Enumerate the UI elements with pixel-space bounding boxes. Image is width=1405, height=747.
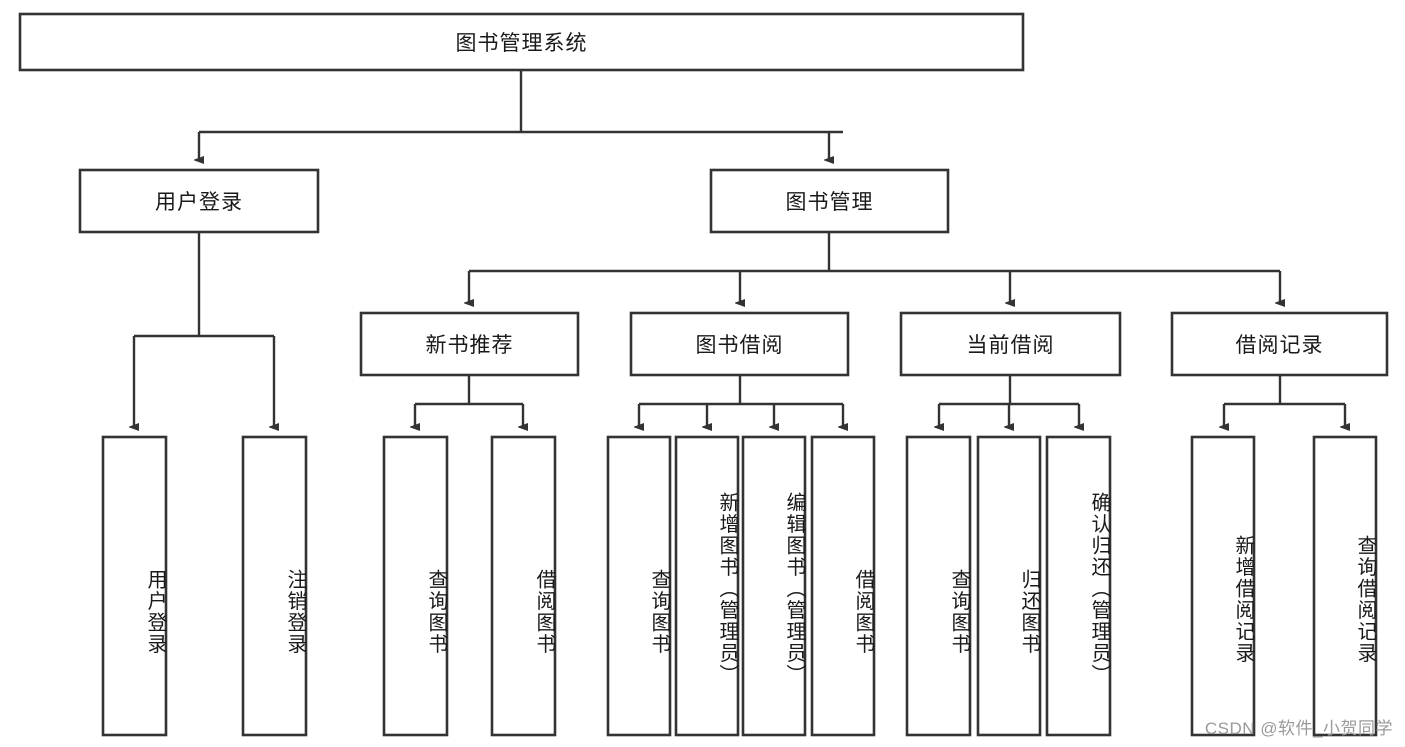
node-user-login[interactable] <box>78 168 320 234</box>
leaf-new-book-0[interactable] <box>382 435 449 737</box>
node-current-borrow[interactable] <box>899 311 1122 377</box>
connector-newbook-to-leaves <box>415 375 523 427</box>
node-borrow-record[interactable] <box>1170 311 1389 377</box>
leaf-current-borrow-1[interactable] <box>976 435 1042 737</box>
leaf-user-login-0[interactable] <box>101 435 168 737</box>
leaf-book-borrow-2[interactable] <box>741 435 807 737</box>
connector-bookmgmt-to-level3 <box>469 232 1280 303</box>
leaf-book-borrow-3[interactable] <box>810 435 876 737</box>
leaf-borrow-record-1[interactable] <box>1312 435 1378 737</box>
connector-bookborrow-to-leaves <box>639 375 843 427</box>
connector-root-to-level2 <box>199 70 843 160</box>
leaf-new-book-1[interactable] <box>490 435 557 737</box>
leaf-book-borrow-1[interactable] <box>674 435 740 737</box>
leaf-current-borrow-2[interactable] <box>1045 435 1112 737</box>
connector-currentborrow-to-leaves <box>939 375 1079 427</box>
leaf-user-login-1[interactable] <box>241 435 308 737</box>
connector-borrowrecord-to-leaves <box>1224 375 1345 427</box>
leaf-borrow-record-0[interactable] <box>1190 435 1256 737</box>
connector-userlogin-to-leaves <box>134 232 274 427</box>
node-book-management[interactable] <box>709 168 950 234</box>
leaf-book-borrow-0[interactable] <box>606 435 672 737</box>
node-root[interactable] <box>18 12 1025 72</box>
node-book-borrow[interactable] <box>629 311 850 377</box>
node-new-book-recommend[interactable] <box>359 311 580 377</box>
leaf-current-borrow-0[interactable] <box>905 435 972 737</box>
